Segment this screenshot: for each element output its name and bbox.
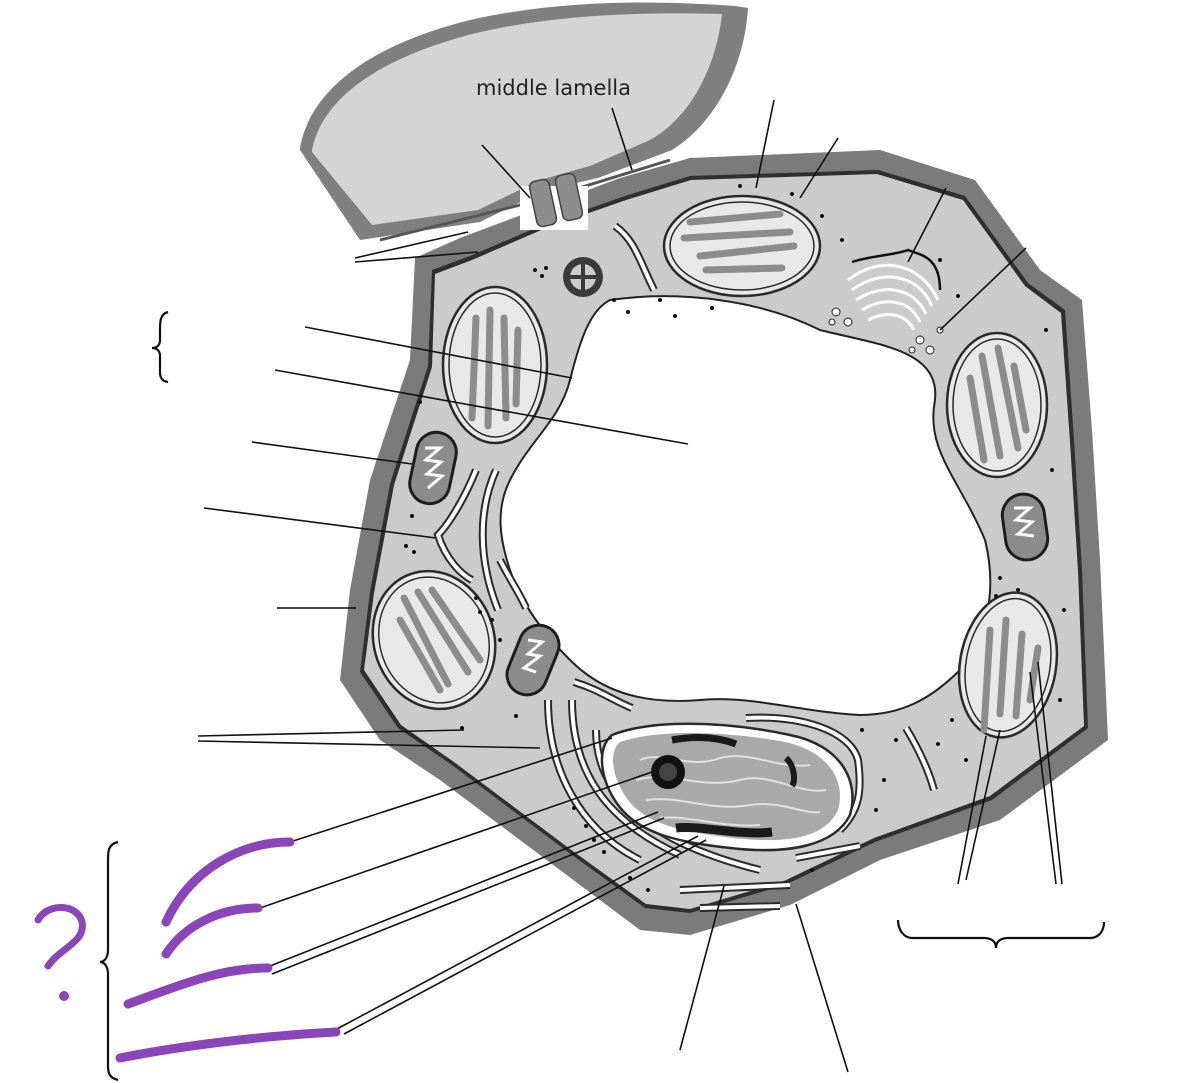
central-vacuole <box>499 295 992 717</box>
leader-lines <box>197 99 1063 1073</box>
bracket-left-lower <box>99 840 119 1082</box>
golgi-apparatus <box>847 263 940 331</box>
chloroplast-right-lower <box>957 591 1059 739</box>
peroxisome <box>563 257 603 297</box>
neighbor-cell <box>300 2 748 240</box>
mitochondrion-right <box>1000 492 1050 562</box>
question-mark: ? <box>34 904 86 1001</box>
mitochondrion-lower-left <box>505 623 561 697</box>
plasmodesmata <box>520 172 588 230</box>
chloroplast-top <box>662 194 822 298</box>
ribosomes <box>404 184 1066 892</box>
label-middle-lamella: middle lamella <box>476 76 631 100</box>
bracket-left-upper <box>151 310 169 384</box>
mitochondrion-left <box>408 430 458 506</box>
nucleolus <box>651 755 685 789</box>
golgi-bracket <box>851 248 942 291</box>
chloroplast-left-upper <box>441 285 549 445</box>
handwritten-strokes <box>115 837 341 1063</box>
bracket-bottom-right <box>896 919 1106 949</box>
chloroplast-left-lower <box>371 569 497 711</box>
golgi-vesicles <box>828 307 944 355</box>
chloroplast-right-upper <box>945 331 1049 479</box>
